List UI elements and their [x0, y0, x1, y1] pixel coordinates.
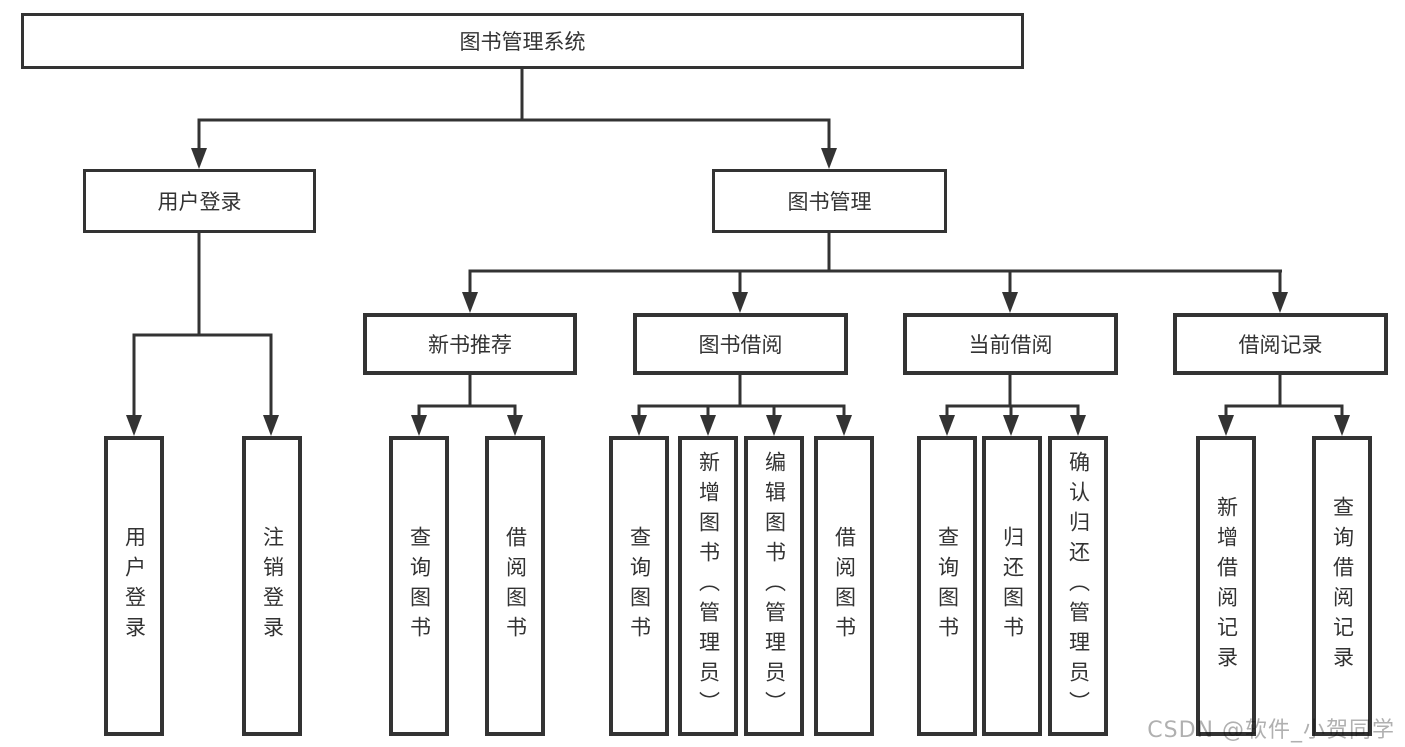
node-current-borrow: 当前借阅: [903, 313, 1118, 375]
node-logout-action: 注销登录: [242, 436, 302, 736]
node-return-book: 归还图书: [982, 436, 1042, 736]
node-label: 借阅图书: [503, 526, 528, 646]
node-query-books-borrow: 查询图书: [609, 436, 669, 736]
node-edit-book-admin: 编辑图书（管理员）: [744, 436, 804, 736]
node-query-books-recommend: 查询图书: [389, 436, 449, 736]
node-label: 新书推荐: [428, 333, 512, 357]
node-book-borrow: 图书借阅: [633, 313, 848, 375]
node-label: 确认归还（管理员）: [1066, 451, 1091, 721]
node-label: 新增图书（管理员）: [696, 451, 721, 721]
node-label: 图书管理: [787, 190, 872, 214]
node-label: 查询图书: [935, 526, 960, 646]
node-borrow-books-recommend: 借阅图书: [485, 436, 545, 736]
node-user-login: 用户登录: [83, 169, 316, 233]
node-query-books-current: 查询图书: [917, 436, 977, 736]
node-label: 图书借阅: [698, 333, 783, 357]
node-label: 图书管理系统: [459, 30, 586, 54]
node-label: 查询图书: [627, 526, 652, 646]
node-label: 归还图书: [1000, 526, 1025, 646]
node-user-login-action: 用户登录: [104, 436, 164, 736]
watermark: CSDN @软件_小贺同学: [1147, 718, 1395, 743]
node-label: 用户登录: [122, 526, 147, 646]
node-book-management: 图书管理: [712, 169, 947, 233]
node-add-borrow-record: 新增借阅记录: [1196, 436, 1256, 736]
node-label: 借阅图书: [832, 526, 857, 646]
node-label: 编辑图书（管理员）: [762, 451, 787, 721]
node-label: 新增借阅记录: [1214, 496, 1239, 676]
node-label: 注销登录: [260, 526, 285, 646]
node-borrow-records: 借阅记录: [1173, 313, 1388, 375]
arrowheads: [126, 148, 1350, 436]
node-new-book-recommend: 新书推荐: [363, 313, 577, 375]
node-library-management-system: 图书管理系统: [21, 13, 1024, 69]
node-confirm-return-admin: 确认归还（管理员）: [1048, 436, 1108, 736]
node-label: 借阅记录: [1238, 333, 1323, 357]
node-label: 当前借阅: [968, 333, 1053, 357]
node-query-borrow-record: 查询借阅记录: [1312, 436, 1372, 736]
node-borrow-books-action: 借阅图书: [814, 436, 874, 736]
node-label: 用户登录: [157, 190, 242, 214]
node-label: 查询借阅记录: [1330, 496, 1355, 676]
node-add-book-admin: 新增图书（管理员）: [678, 436, 738, 736]
node-label: 查询图书: [407, 526, 432, 646]
